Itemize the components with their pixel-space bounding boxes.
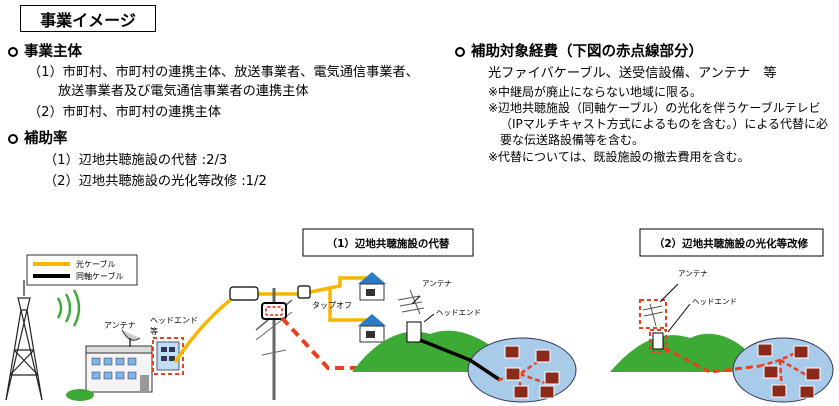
note-1: ※中継局が廃止にならない地域に限る。 (488, 85, 703, 99)
legend-coax-label: 同軸ケーブル (76, 271, 124, 281)
box1-label: （1）辺地共聴施設の代替 (327, 237, 450, 250)
house-icon (358, 272, 386, 301)
house-icon (358, 314, 386, 343)
antenna-label-2: アンテナ (422, 279, 452, 288)
tv-tower-icon (5, 280, 43, 401)
entity-heading: 事業主体 (8, 40, 82, 61)
tapoff-label: タップオフ (312, 301, 352, 310)
entity-line-1: （1）市町村、市町村の連携主体、放送事業者、電気通信事業者、 (28, 65, 419, 80)
antenna-replacement-frame (639, 299, 667, 329)
node-box-1 (229, 286, 259, 301)
headend-replacement-frame (649, 329, 667, 353)
headend-label-4: ヘッドエンド (692, 297, 737, 306)
tap-off-box (297, 285, 311, 299)
circle-bullet-icon (455, 47, 465, 57)
entity-line-3: （2）市町村、市町村の連携主体 (28, 105, 222, 120)
rate-line-2: （2）辺地共聴施設の光化等改修 :1/2 (44, 174, 267, 189)
headend-equipment (152, 337, 184, 375)
antenna-mast-icon (397, 289, 425, 315)
fiber-cable (173, 276, 370, 363)
hill-icon (352, 330, 500, 372)
hill-icon-2 (610, 333, 744, 372)
note-3: （IPマルチキャスト方式によるものを含む。）による代替に必 (500, 117, 829, 131)
cost-main: 光ファイバケーブル、送受信設備、アンテナ 等 (488, 66, 777, 81)
building-icon (66, 345, 153, 401)
note-2: ※辺地共聴施設（同軸ケーブル）の光化を伴うケーブルテレビ (488, 101, 821, 115)
antenna-mast-icon-2 (642, 303, 664, 327)
fiber-upgrade-cable (663, 346, 761, 374)
box1-frame (302, 228, 474, 257)
legend: 光ケーブル 同軸ケーブル (26, 254, 138, 286)
antenna-label-3: アンテナ (678, 269, 708, 278)
signal-waves-icon (56, 289, 81, 327)
coax-cable (419, 338, 501, 382)
headend-label-3: ヘッドエンド (436, 308, 481, 317)
headend-label-2: 等 (150, 326, 158, 336)
headend-box (406, 321, 422, 343)
headend-label: ヘッドエンド (150, 316, 198, 325)
cost-heading: 補助対象経費（下図の赤点線部分） (455, 40, 703, 61)
rate-heading: 補助率 (8, 127, 68, 148)
circle-bullet-icon (8, 134, 18, 144)
antenna-label: アンテナ (104, 321, 136, 330)
note-4: 要な伝送路設備等を含む。 (500, 133, 645, 147)
box2-label: （2）辺地共聴施設の光化等改修 (654, 237, 809, 250)
box2-frame (639, 228, 824, 257)
entity-line-2: 放送事業者及び電気通信事業者の連携主体 (58, 84, 309, 99)
dish-antenna-icon (121, 329, 141, 347)
note-5: ※代替については、既設施設の撤去費用を含む。 (488, 150, 750, 164)
rate-line-1: （1）辺地共聴施設の代替 :2/3 (44, 153, 228, 168)
house-cluster (504, 345, 560, 399)
page-title: 事業イメージ (20, 5, 156, 32)
circle-bullet-icon (8, 47, 18, 57)
replacement-cable (280, 316, 461, 370)
legend-fiber-label: 光ケーブル (76, 259, 116, 269)
house-cluster-2 (757, 343, 821, 399)
